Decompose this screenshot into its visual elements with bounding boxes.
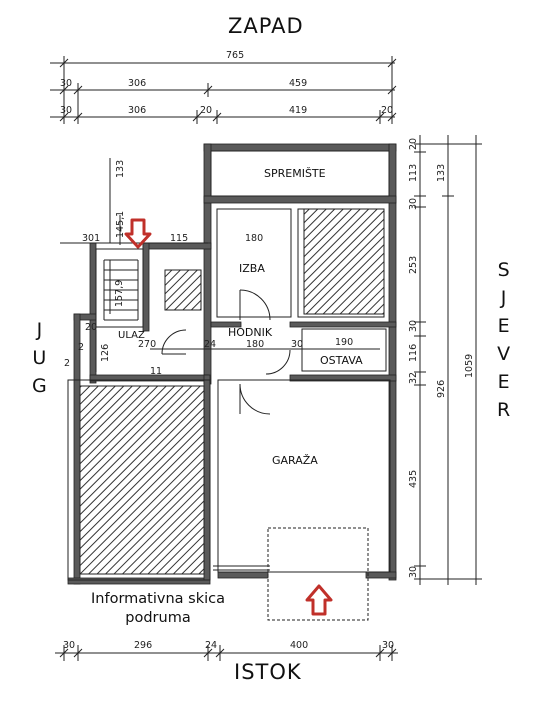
dim-interior-20: 20 — [85, 322, 97, 333]
east-label: ISTOK — [234, 660, 302, 684]
dim-bottom-30b: 30 — [382, 640, 394, 651]
dim-right-32: 32 — [408, 372, 419, 384]
dim-interior-180: 180 — [245, 233, 263, 244]
dim-top-306b: 306 — [128, 105, 146, 116]
dim-top-30b: 30 — [60, 105, 72, 116]
south-letter: G — [32, 375, 47, 397]
room-label-entrance: ULAZ — [118, 330, 145, 341]
dim-right-116: 116 — [408, 344, 419, 362]
dim-interior-133: 133 — [115, 160, 126, 178]
dim-right-30b: 30 — [408, 320, 419, 332]
caption-line-2: podruma — [125, 610, 191, 626]
entrance-arrow-icon — [124, 218, 152, 249]
north-letter: J — [500, 287, 507, 309]
north-letter: E — [497, 315, 510, 337]
hatched-area-left — [79, 385, 205, 575]
dim-interior-115: 115 — [170, 233, 188, 244]
dim-interior-145: 145,1 — [115, 211, 126, 238]
dim-right-435: 435 — [408, 470, 419, 488]
south-letter: U — [32, 347, 47, 369]
dim-interior-270: 270 — [138, 339, 156, 350]
dim-interior-30: 30 — [291, 339, 303, 350]
north-label: S J E V E R — [497, 256, 510, 424]
dim-interior-180b: 180 — [246, 339, 264, 350]
room-label-storage: SPREMIŠTE — [264, 167, 326, 180]
north-letter: S — [497, 259, 510, 281]
dim-bottom-296: 296 — [134, 640, 152, 651]
dim-top-419: 419 — [289, 105, 307, 116]
dim-right-113: 113 — [408, 164, 419, 182]
dim-top-30: 30 — [60, 78, 72, 89]
south-letter: J — [36, 319, 43, 341]
dim-top-total: 765 — [226, 50, 244, 61]
room-label-pantry: OSTAVA — [320, 354, 363, 367]
room-label-hallway: HODNIK — [228, 326, 273, 339]
dim-top-306: 306 — [128, 78, 146, 89]
dim-bottom-400: 400 — [290, 640, 308, 651]
dim-top-20b: 20 — [381, 105, 393, 116]
dim-right-30c: 30 — [408, 566, 419, 578]
north-letter: V — [497, 343, 511, 365]
south-label: J U G — [32, 316, 47, 400]
dim-top-20: 20 — [200, 105, 212, 116]
top-dimension-lines — [50, 56, 397, 124]
dim-interior-2: 2 — [64, 358, 70, 369]
dim-interior-2b: 2 — [78, 342, 84, 353]
west-label: ZAPAD — [228, 14, 304, 38]
dim-interior-24: 24 — [204, 339, 216, 350]
dim-interior-157: 157,9 — [114, 280, 125, 307]
dim-interior-301: 301 — [82, 233, 100, 244]
hatched-area-small — [164, 269, 202, 311]
dim-interior-190: 190 — [335, 337, 353, 348]
dim-right-1059: 1059 — [464, 354, 475, 378]
plan-caption: Informativna skica podruma — [78, 590, 238, 628]
room-label-garage: GARAŽA — [272, 454, 318, 467]
caption-line-1: Informativna skica — [91, 591, 225, 607]
room-label-izba: IZBA — [239, 262, 265, 275]
right-dimension-lines — [414, 135, 482, 585]
dim-right-20: 20 — [408, 138, 419, 150]
bottom-dimension-line — [55, 645, 398, 661]
dim-right-30: 30 — [408, 198, 419, 210]
dim-top-459: 459 — [289, 78, 307, 89]
north-letter: R — [497, 399, 511, 421]
dim-right-133: 133 — [436, 164, 447, 182]
dim-interior-11: 11 — [150, 366, 162, 377]
dim-bottom-24: 24 — [205, 640, 217, 651]
dim-interior-126: 126 — [100, 344, 111, 362]
dim-bottom-30: 30 — [63, 640, 75, 651]
dim-right-253: 253 — [408, 256, 419, 274]
garage-arrow-icon — [305, 584, 333, 616]
dim-right-926: 926 — [436, 380, 447, 398]
walls — [67, 143, 397, 585]
hatched-area-storage — [303, 208, 385, 315]
north-letter: E — [497, 371, 510, 393]
